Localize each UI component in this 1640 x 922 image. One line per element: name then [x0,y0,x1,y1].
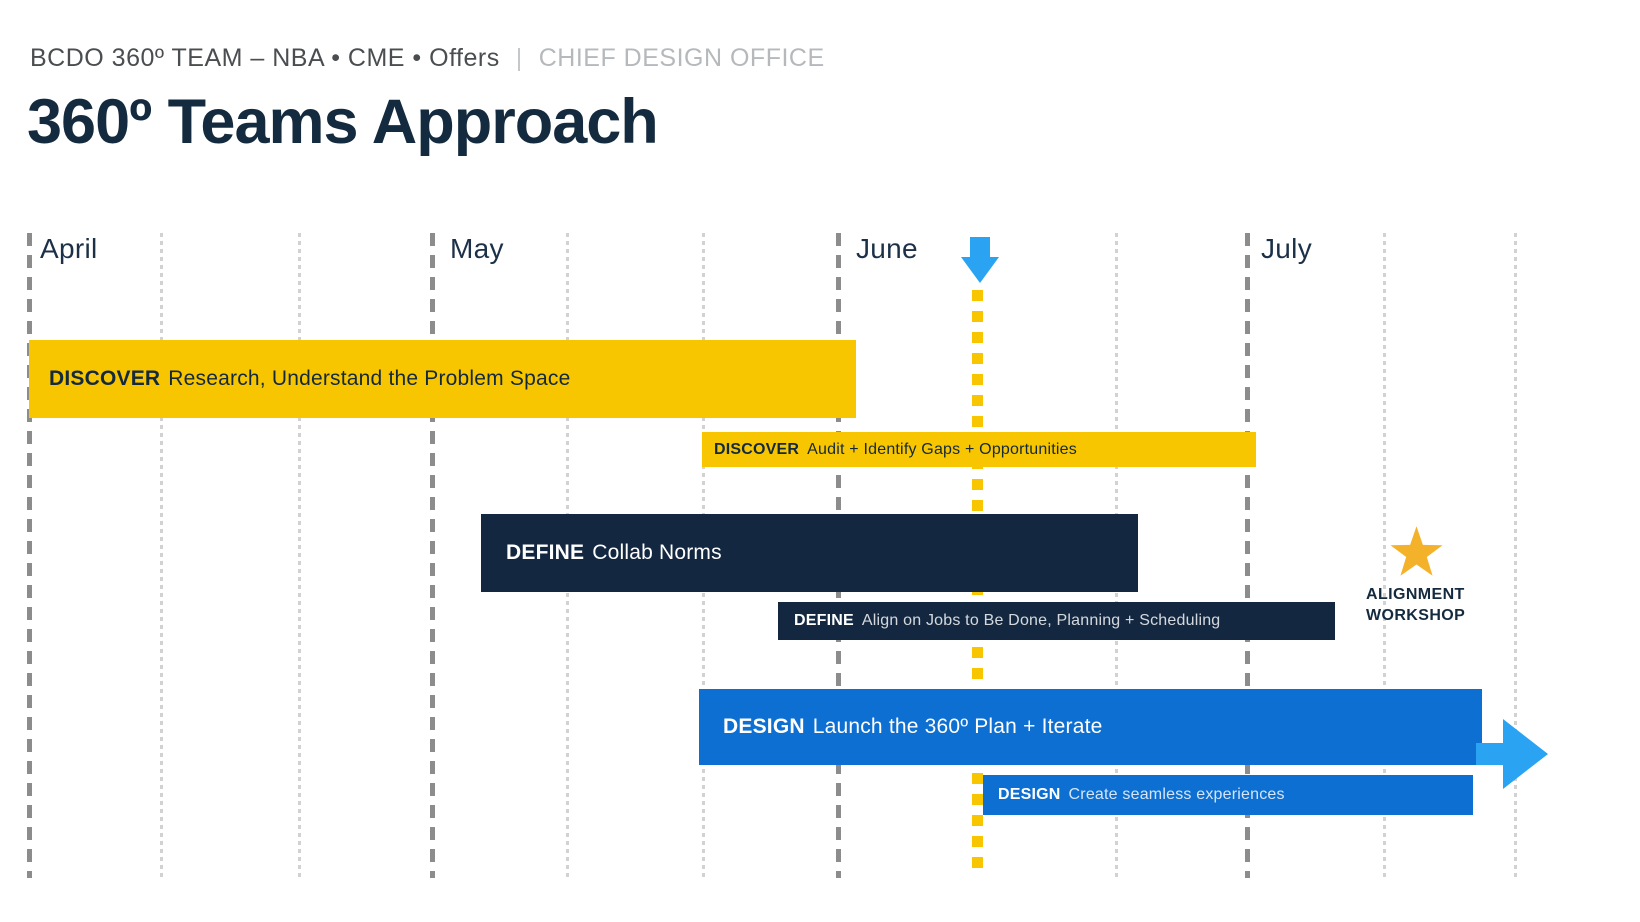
gridline-minor [1383,233,1386,878]
gridline-major-may [430,233,435,878]
axis-label-july: July [1261,233,1312,264]
bar-task: Collab Norms [592,541,722,564]
bar-define-align-jobs: DEFINE Align on Jobs to Be Done, Plannin… [778,602,1335,640]
bar-task: Launch the 360º Plan + Iterate [812,715,1103,738]
bar-phase: DESIGN [998,786,1061,803]
bar-task: Align on Jobs to Be Done, Planning + Sch… [861,612,1221,629]
bar-phase: DISCOVER [714,440,800,458]
gridline-minor [298,233,301,878]
page-title: 360º Teams Approach [27,87,659,157]
gridline-major-april [27,233,32,878]
gridline-minor [160,233,163,878]
bar-phase: DESIGN [723,715,805,738]
eyebrow-team: BCDO 360º TEAM – NBA • CME • Offers [30,44,500,72]
axis-label-june: June [856,233,918,264]
eyebrow: BCDO 360º TEAM – NBA • CME • Offers | CHIE… [30,44,825,73]
milestone-label-line1: ALIGNMENT [1366,586,1465,603]
axis-label-may: May [450,233,504,264]
bar-discover-research: DISCOVER Research, Understand the Proble… [29,340,856,418]
milestone-star-icon [1388,525,1445,585]
bar-design-seamless: DESIGN Create seamless experiences [983,775,1473,815]
eyebrow-org: CHIEF DESIGN OFFICE [538,44,825,72]
bar-task: Audit + Identify Gaps + Opportunities [807,440,1077,458]
bar-design-launch: DESIGN Launch the 360º Plan + Iterate [699,689,1482,765]
eyebrow-separator: | [515,44,523,72]
gridline-major-july [1245,233,1250,878]
bar-define-collab-norms: DEFINE Collab Norms [481,514,1138,592]
bar-task: Create seamless experiences [1068,786,1285,803]
bar-phase: DISCOVER [49,367,161,390]
bar-phase: DEFINE [794,612,854,629]
bar-phase: DEFINE [506,541,585,564]
axis-label-april: April [40,233,98,264]
milestone-label: ALIGNMENT WORKSHOP [1366,584,1465,626]
bar-task: Research, Understand the Problem Space [168,367,571,390]
forward-arrow-icon [1476,719,1548,794]
focus-down-arrow-icon [961,237,999,288]
gridline-minor [1514,233,1517,878]
bar-discover-audit: DISCOVER Audit + Identify Gaps + Opportu… [702,432,1256,467]
milestone-label-line2: WORKSHOP [1366,607,1466,624]
